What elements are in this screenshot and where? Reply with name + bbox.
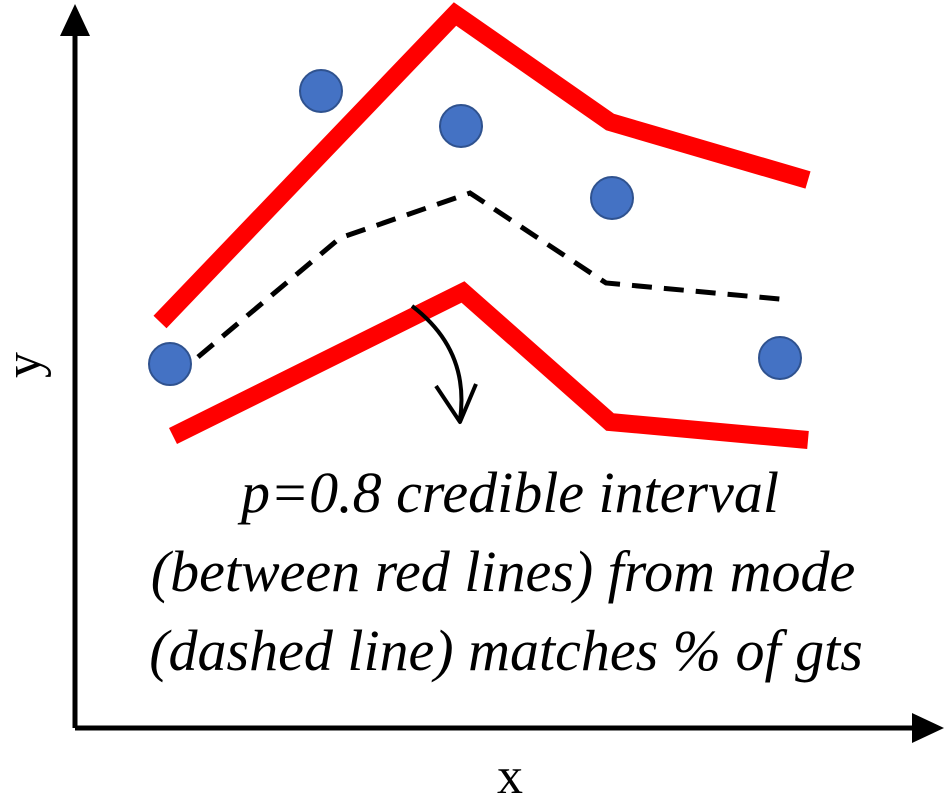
ground-truth-point [590,176,634,220]
curved-arrow-head [434,383,478,424]
ground-truth-point [758,336,802,380]
upper-interval-line [153,2,811,329]
ground-truth-points [148,69,802,386]
y-axis-arrowhead [60,4,90,36]
axes [60,4,944,743]
curved-arrow [410,304,464,421]
caption-line-2: (between red lines) from mode [151,539,855,604]
ground-truth-point [148,342,192,386]
x-axis-arrowhead [912,713,944,743]
x-axis-label: x [497,748,523,804]
y-axis-label: y [0,352,52,378]
mode-dashed-line [196,190,791,359]
caption-line-3: (dashed line) matches % of gts [149,618,863,683]
caption-line-1: p=0.8 credible interval [237,460,779,525]
ground-truth-point [299,69,343,113]
ground-truth-point [439,104,483,148]
lower-interval-line [168,281,809,449]
